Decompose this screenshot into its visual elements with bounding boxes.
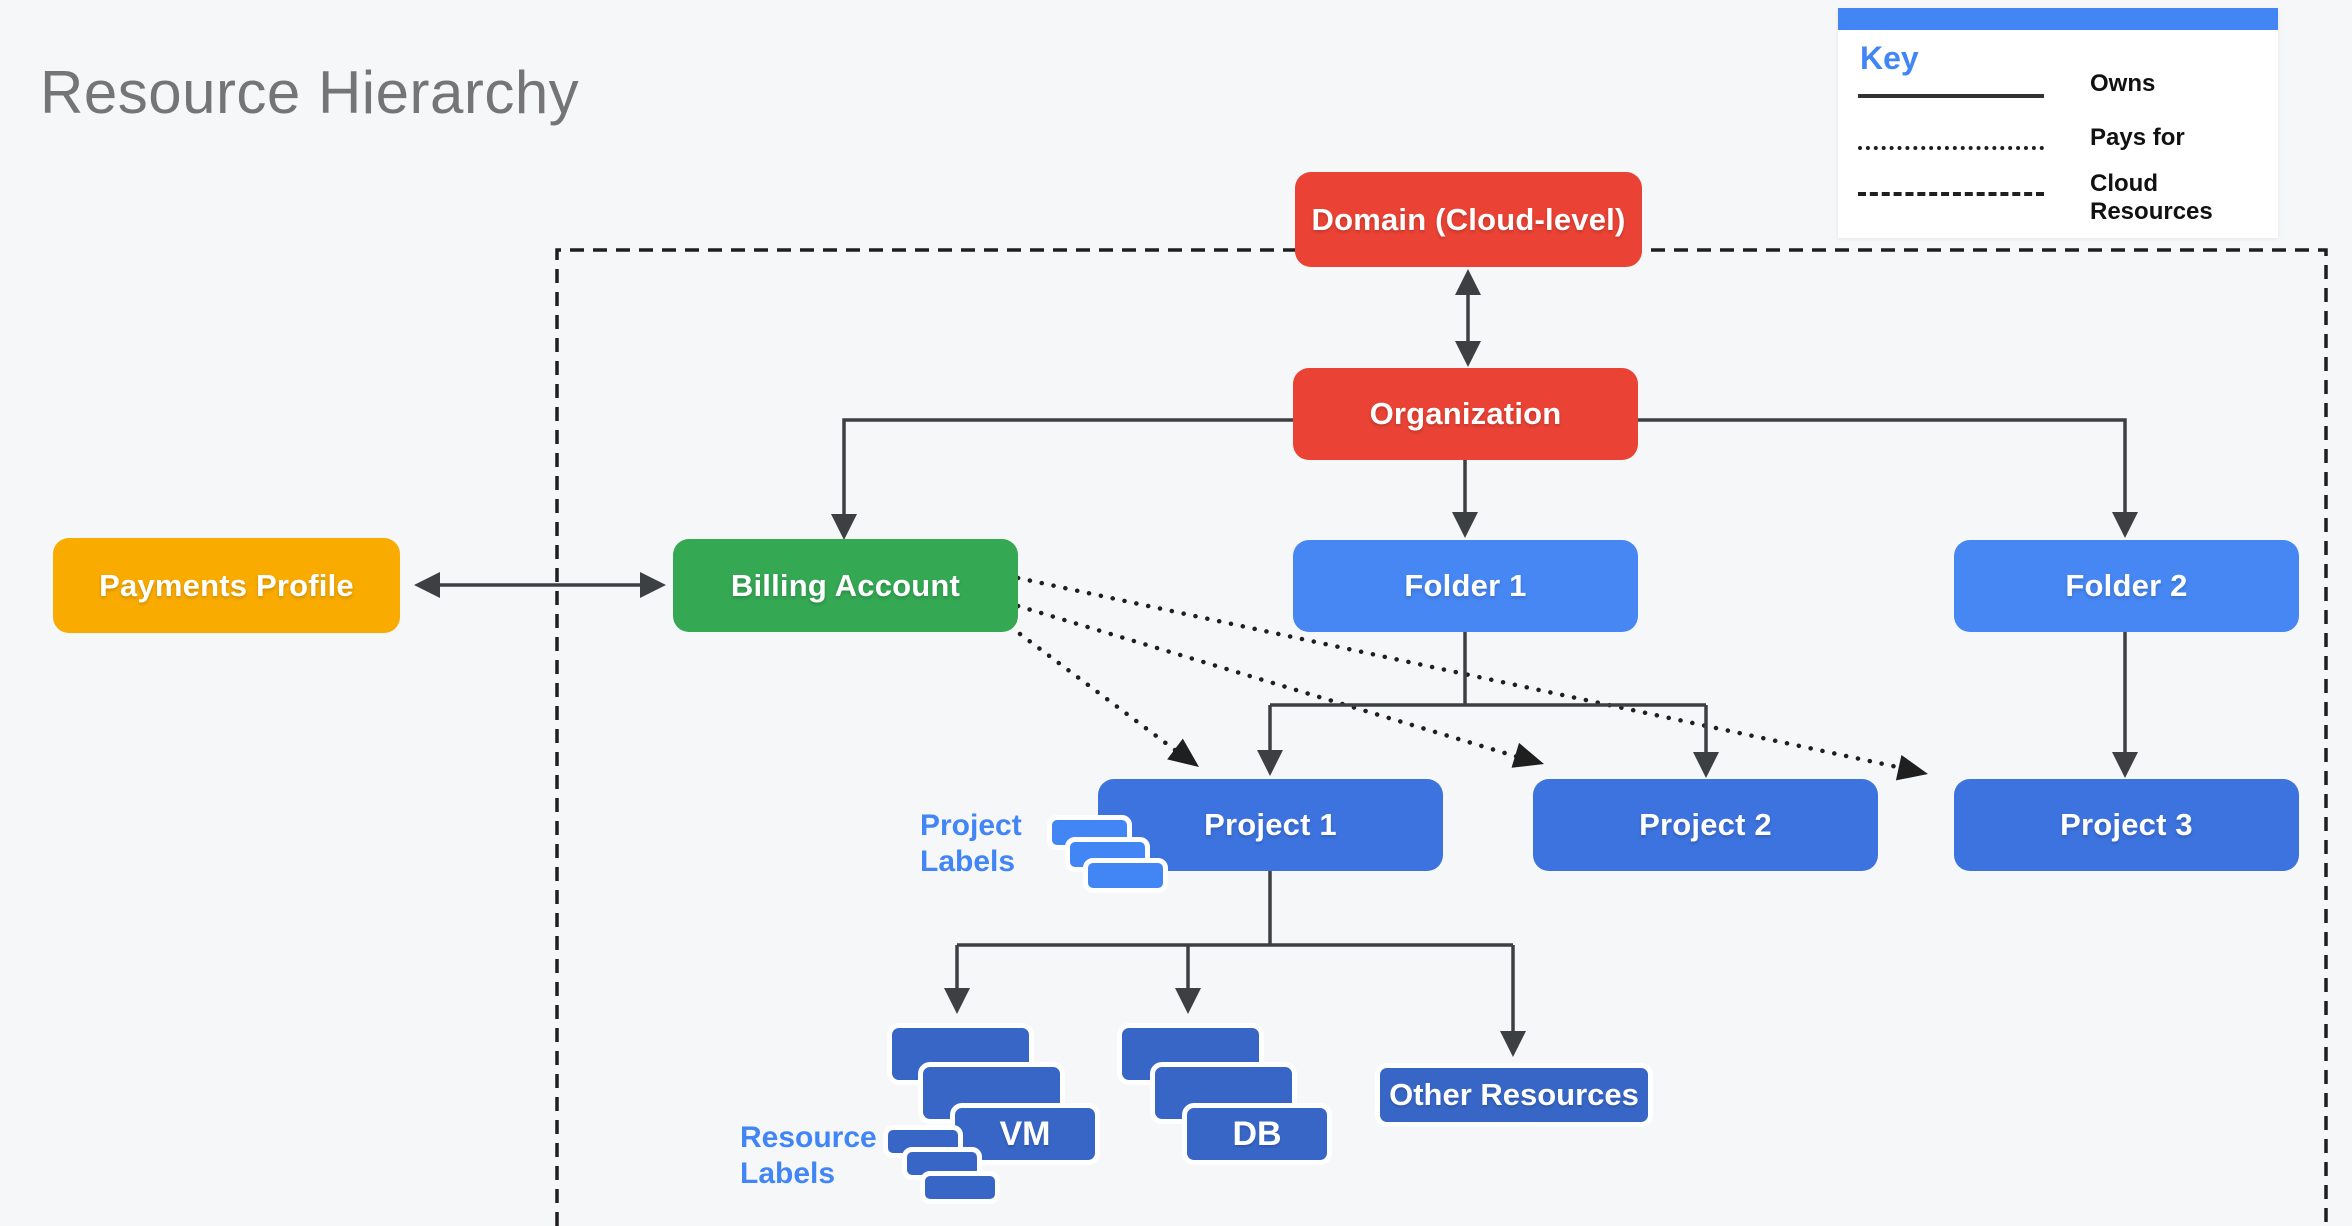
- node-folder-1: Folder 1: [1293, 540, 1638, 632]
- project-label-card-3: [1083, 858, 1168, 893]
- cloud-resources-line-sample: [1858, 192, 2044, 196]
- owns-line-sample: [1858, 94, 2044, 98]
- node-project-2: Project 2: [1533, 779, 1878, 871]
- page-title: Resource Hierarchy: [40, 59, 580, 126]
- node-project-1: Project 1: [1098, 779, 1443, 871]
- legend-panel: Key Owns Pays for Cloud Resources: [1838, 8, 2278, 238]
- project-labels-caption: Project Labels: [920, 809, 1022, 878]
- legend-label-pays-for: Pays for: [2090, 124, 2185, 151]
- pays-for-dotted-edges: [1015, 575, 1905, 771]
- node-project-3: Project 3: [1954, 779, 2299, 871]
- cloud-resources-boundary: [555, 248, 2328, 1226]
- owns-arrowheads: [414, 269, 2138, 1057]
- resource-label-card-3: [920, 1171, 1000, 1204]
- owns-solid-edges: [432, 276, 2127, 1043]
- legend-label-cloud-resources: Cloud Resources: [2090, 170, 2213, 225]
- node-folder-2: Folder 2: [1954, 540, 2299, 632]
- legend-label-owns: Owns: [2090, 70, 2156, 97]
- node-payments-profile: Payments Profile: [53, 538, 400, 633]
- db-stack-card-front: DB: [1182, 1103, 1332, 1165]
- node-other-resources: Other Resources: [1375, 1063, 1653, 1127]
- legend-title: Key: [1860, 40, 1919, 76]
- node-billing-account: Billing Account: [673, 539, 1018, 632]
- pays-for-arrowheads: [1167, 738, 1928, 781]
- pays-for-line-sample: [1858, 146, 2044, 150]
- node-domain: Domain (Cloud-level): [1295, 172, 1642, 267]
- resource-labels-caption: Resource Labels: [740, 1121, 877, 1190]
- legend-accent-bar: [1838, 8, 2278, 30]
- node-organization: Organization: [1293, 368, 1638, 460]
